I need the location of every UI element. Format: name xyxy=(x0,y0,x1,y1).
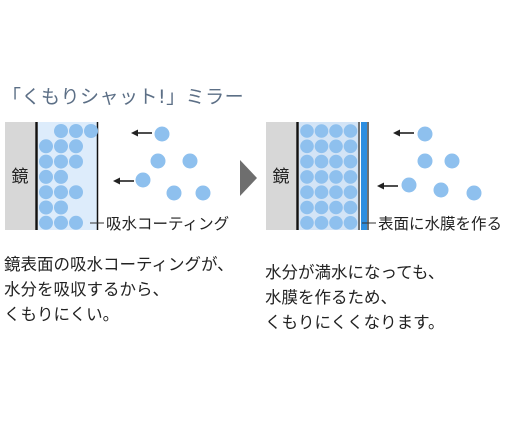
arrow-head-icon xyxy=(131,129,138,137)
coating-droplet xyxy=(39,154,53,169)
air-droplet xyxy=(166,185,182,201)
coating-droplet xyxy=(69,154,83,169)
coating-droplet xyxy=(314,170,329,184)
right-description-line: 水分が満水になっても、 xyxy=(265,263,445,282)
arrow-head-icon xyxy=(377,182,384,190)
coating-droplet xyxy=(69,124,83,138)
coating-droplet xyxy=(54,200,68,215)
page-title: 「くもりシャット!」ミラー xyxy=(2,86,245,108)
air-droplet xyxy=(466,185,482,201)
right-mirror xyxy=(266,122,296,230)
left-description-line: 鏡表面の吸水コーティングが、 xyxy=(4,255,234,274)
right-panel: 鏡 xyxy=(266,122,482,230)
coating-droplet xyxy=(39,169,53,184)
coating-droplet xyxy=(39,200,53,215)
air-droplet xyxy=(150,153,166,169)
coating-droplet xyxy=(314,154,329,169)
coating-label: 吸水コーティング xyxy=(106,215,230,233)
water-film xyxy=(361,122,367,230)
right-description-line: 水膜を作るため、 xyxy=(265,288,397,307)
air-droplet xyxy=(401,177,417,193)
left-coating-droplets xyxy=(39,124,98,230)
left-mirror xyxy=(5,122,35,230)
coating-droplet xyxy=(54,124,68,138)
coating-droplet xyxy=(343,185,358,199)
coating-droplet xyxy=(300,139,314,154)
coating-droplet xyxy=(343,200,358,215)
coating-droplet xyxy=(54,215,68,230)
coating-droplet xyxy=(69,185,83,200)
air-droplet xyxy=(135,172,151,188)
coating-droplet xyxy=(39,139,53,154)
right-coating-droplets xyxy=(300,124,358,230)
coating-droplet xyxy=(69,215,83,230)
right-description-line: くもりにくくなります。 xyxy=(265,313,445,332)
air-droplet xyxy=(433,182,449,198)
air-droplet xyxy=(417,126,433,142)
left-arrows xyxy=(113,129,152,185)
water-film-label: 表面に水膜を作る xyxy=(378,215,503,233)
coating-droplet xyxy=(54,169,68,184)
coating-droplet xyxy=(329,185,343,199)
coating-droplet xyxy=(314,200,329,215)
air-droplet xyxy=(417,153,433,169)
coating-droplet xyxy=(314,185,329,199)
coating-droplet xyxy=(314,139,329,154)
air-droplet xyxy=(154,126,170,142)
coating-droplet xyxy=(329,154,343,169)
coating-droplet xyxy=(343,139,358,154)
left-description-line: 水分を吸収するから、 xyxy=(4,280,169,299)
coating-droplet xyxy=(39,185,53,200)
coating-droplet xyxy=(343,170,358,184)
coating-droplet xyxy=(54,185,68,200)
transition-arrow-icon xyxy=(240,160,257,196)
arrow-head-icon xyxy=(393,129,400,137)
right-arrows xyxy=(377,129,414,190)
arrow-head-icon xyxy=(113,177,120,185)
coating-droplet xyxy=(54,139,68,154)
left-mirror-label: 鏡 xyxy=(12,167,29,187)
right-air-droplets xyxy=(401,126,482,201)
coating-droplet xyxy=(329,170,343,184)
left-description-line: くもりにくい。 xyxy=(4,305,120,324)
air-droplet xyxy=(182,153,198,169)
coating-droplet xyxy=(329,124,343,138)
coating-droplet xyxy=(329,216,343,230)
coating-droplet xyxy=(300,200,314,215)
right-mirror-label: 鏡 xyxy=(273,167,290,187)
coating-droplet xyxy=(69,139,83,154)
coating-droplet xyxy=(343,216,358,230)
air-droplet xyxy=(195,185,211,201)
coating-droplet xyxy=(54,154,68,169)
coating-droplet xyxy=(39,215,53,230)
left-panel: 鏡 xyxy=(5,122,211,230)
coating-droplet xyxy=(343,154,358,169)
left-air-droplets xyxy=(135,126,211,201)
coating-droplet xyxy=(314,124,329,138)
coating-droplet xyxy=(329,200,343,215)
coating-droplet xyxy=(314,216,329,230)
right-description: 水分が満水になっても、 水膜を作るため、 くもりにくくなります。 xyxy=(265,260,445,335)
coating-droplet xyxy=(329,139,343,154)
coating-droplet xyxy=(300,154,314,169)
coating-droplet xyxy=(300,216,314,230)
air-droplet xyxy=(444,153,460,169)
coating-droplet xyxy=(84,124,98,138)
left-description: 鏡表面の吸水コーティングが、 水分を吸収するから、 くもりにくい。 xyxy=(4,252,234,327)
coating-droplet xyxy=(300,170,314,184)
coating-droplet xyxy=(300,185,314,199)
coating-droplet xyxy=(343,124,358,138)
coating-droplet xyxy=(300,124,314,138)
